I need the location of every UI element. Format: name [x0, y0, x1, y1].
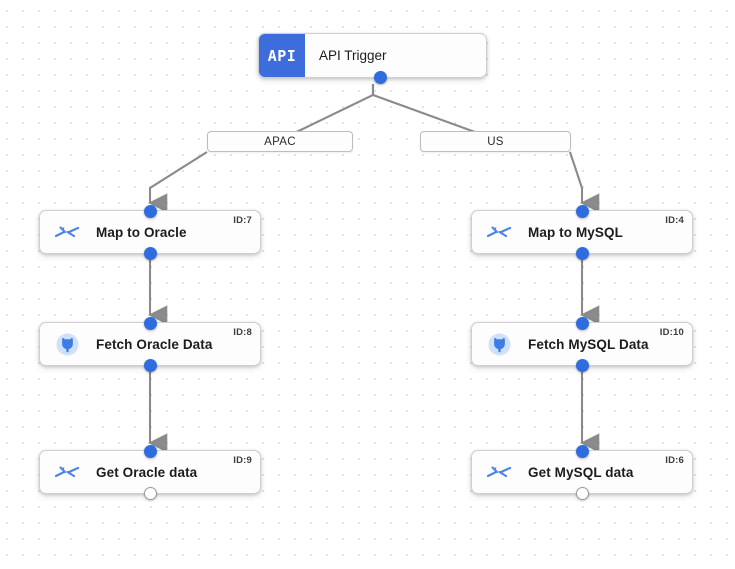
branch-label-apac-text: APAC	[264, 135, 296, 148]
node-id-badge: ID:8	[233, 327, 252, 338]
api-badge-icon: API	[259, 34, 305, 77]
node-label: Get MySQL data	[528, 464, 634, 480]
node-id-badge: ID:10	[659, 327, 684, 338]
api-badge-text: API	[267, 46, 297, 65]
map-arrows-icon	[54, 219, 80, 245]
node-id-badge: ID:9	[233, 455, 252, 466]
port-out-get-mysql-data[interactable]	[575, 486, 589, 500]
port-in-get-oracle-data[interactable]	[143, 444, 157, 458]
edge-us-to-map-mysql	[569, 151, 600, 213]
node-label: Get Oracle data	[96, 464, 198, 480]
api-trigger-label: API Trigger	[319, 48, 387, 63]
node-label: Fetch Oracle Data	[96, 336, 213, 352]
node-id-badge: ID:6	[665, 455, 684, 466]
port-out-fetch-oracle-data[interactable]	[143, 358, 157, 372]
node-fetch-oracle-data[interactable]: Fetch Oracle Data ID:8	[39, 316, 261, 372]
port-in-get-mysql-data[interactable]	[575, 444, 589, 458]
port-out-get-oracle-data[interactable]	[143, 486, 157, 500]
node-get-mysql-data[interactable]: Get MySQL data ID:6	[471, 444, 693, 500]
node-label: Map to MySQL	[528, 224, 623, 240]
map-arrows-icon	[486, 219, 512, 245]
map-arrows-icon	[486, 459, 512, 485]
port-out-api-trigger[interactable]	[374, 70, 387, 84]
map-arrows-icon	[54, 459, 80, 485]
port-out-map-to-oracle[interactable]	[143, 246, 157, 260]
database-plug-icon	[486, 331, 512, 357]
node-label: Fetch MySQL Data	[528, 336, 649, 352]
port-in-map-to-oracle[interactable]	[143, 204, 157, 218]
node-id-badge: ID:4	[665, 215, 684, 226]
port-out-fetch-mysql-data[interactable]	[575, 358, 589, 372]
node-id-badge: ID:7	[233, 215, 252, 226]
node-fetch-mysql-data[interactable]: Fetch MySQL Data ID:10	[471, 316, 693, 372]
node-label: Map to Oracle	[96, 224, 187, 240]
branch-label-apac[interactable]: APAC	[207, 131, 353, 152]
node-map-to-oracle[interactable]: Map to Oracle ID:7	[39, 204, 261, 260]
port-in-fetch-oracle-data[interactable]	[143, 316, 157, 330]
node-map-to-mysql[interactable]: Map to MySQL ID:4	[471, 204, 693, 260]
port-in-map-to-mysql[interactable]	[575, 204, 589, 218]
database-plug-icon	[54, 331, 80, 357]
branch-label-us-text: US	[487, 135, 504, 148]
port-out-map-to-mysql[interactable]	[575, 246, 589, 260]
edge-apac-to-map-oracle	[148, 151, 208, 213]
branch-label-us[interactable]: US	[420, 131, 571, 152]
node-api-trigger[interactable]: API API Trigger	[258, 33, 487, 84]
port-in-fetch-mysql-data[interactable]	[575, 316, 589, 330]
node-get-oracle-data[interactable]: Get Oracle data ID:9	[39, 444, 261, 500]
